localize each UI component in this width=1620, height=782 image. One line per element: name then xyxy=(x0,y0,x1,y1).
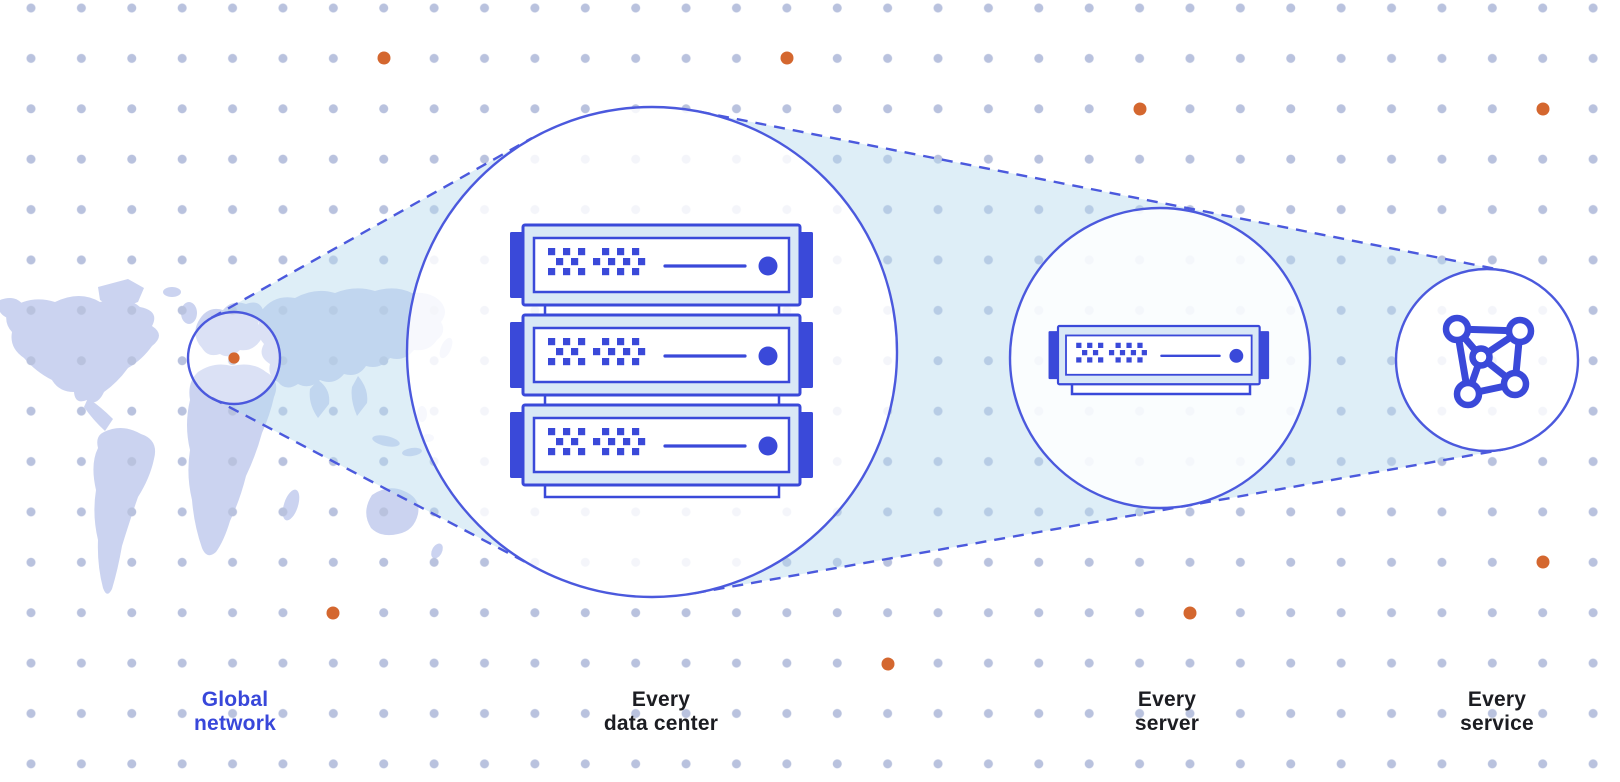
accent-orange-dot xyxy=(780,51,794,65)
label-line: Every xyxy=(1467,688,1527,711)
label-line: data center xyxy=(603,712,719,735)
accent-orange-dot xyxy=(1536,555,1550,569)
stage-label-every-server: Every server xyxy=(1047,688,1287,736)
accent-orange-dot xyxy=(1133,102,1147,116)
single-server xyxy=(1047,324,1271,396)
label-line: server xyxy=(1134,712,1200,735)
stage-label-every-data-center: Every data center xyxy=(541,688,781,736)
label-line: Every xyxy=(1137,688,1197,711)
stage-label-global-network: Global network xyxy=(115,688,355,736)
accent-orange-dot xyxy=(1183,606,1197,620)
label-line: network xyxy=(194,712,276,735)
zoom-cone-left xyxy=(211,138,535,567)
server-stack xyxy=(508,223,815,499)
label-line: service xyxy=(1460,712,1534,735)
accent-orange-dot xyxy=(326,606,340,620)
accent-orange-dot xyxy=(881,657,895,671)
stage-label-every-service: Every service xyxy=(1377,688,1617,736)
label-line: Every xyxy=(631,688,691,711)
accent-orange-dot xyxy=(377,51,391,65)
label-line: Global xyxy=(201,688,269,711)
location-marker-dot xyxy=(228,352,240,364)
dashed-tangent-lines xyxy=(210,110,1505,595)
accent-orange-dot xyxy=(1536,102,1550,116)
network-mesh-icon xyxy=(1442,314,1535,409)
